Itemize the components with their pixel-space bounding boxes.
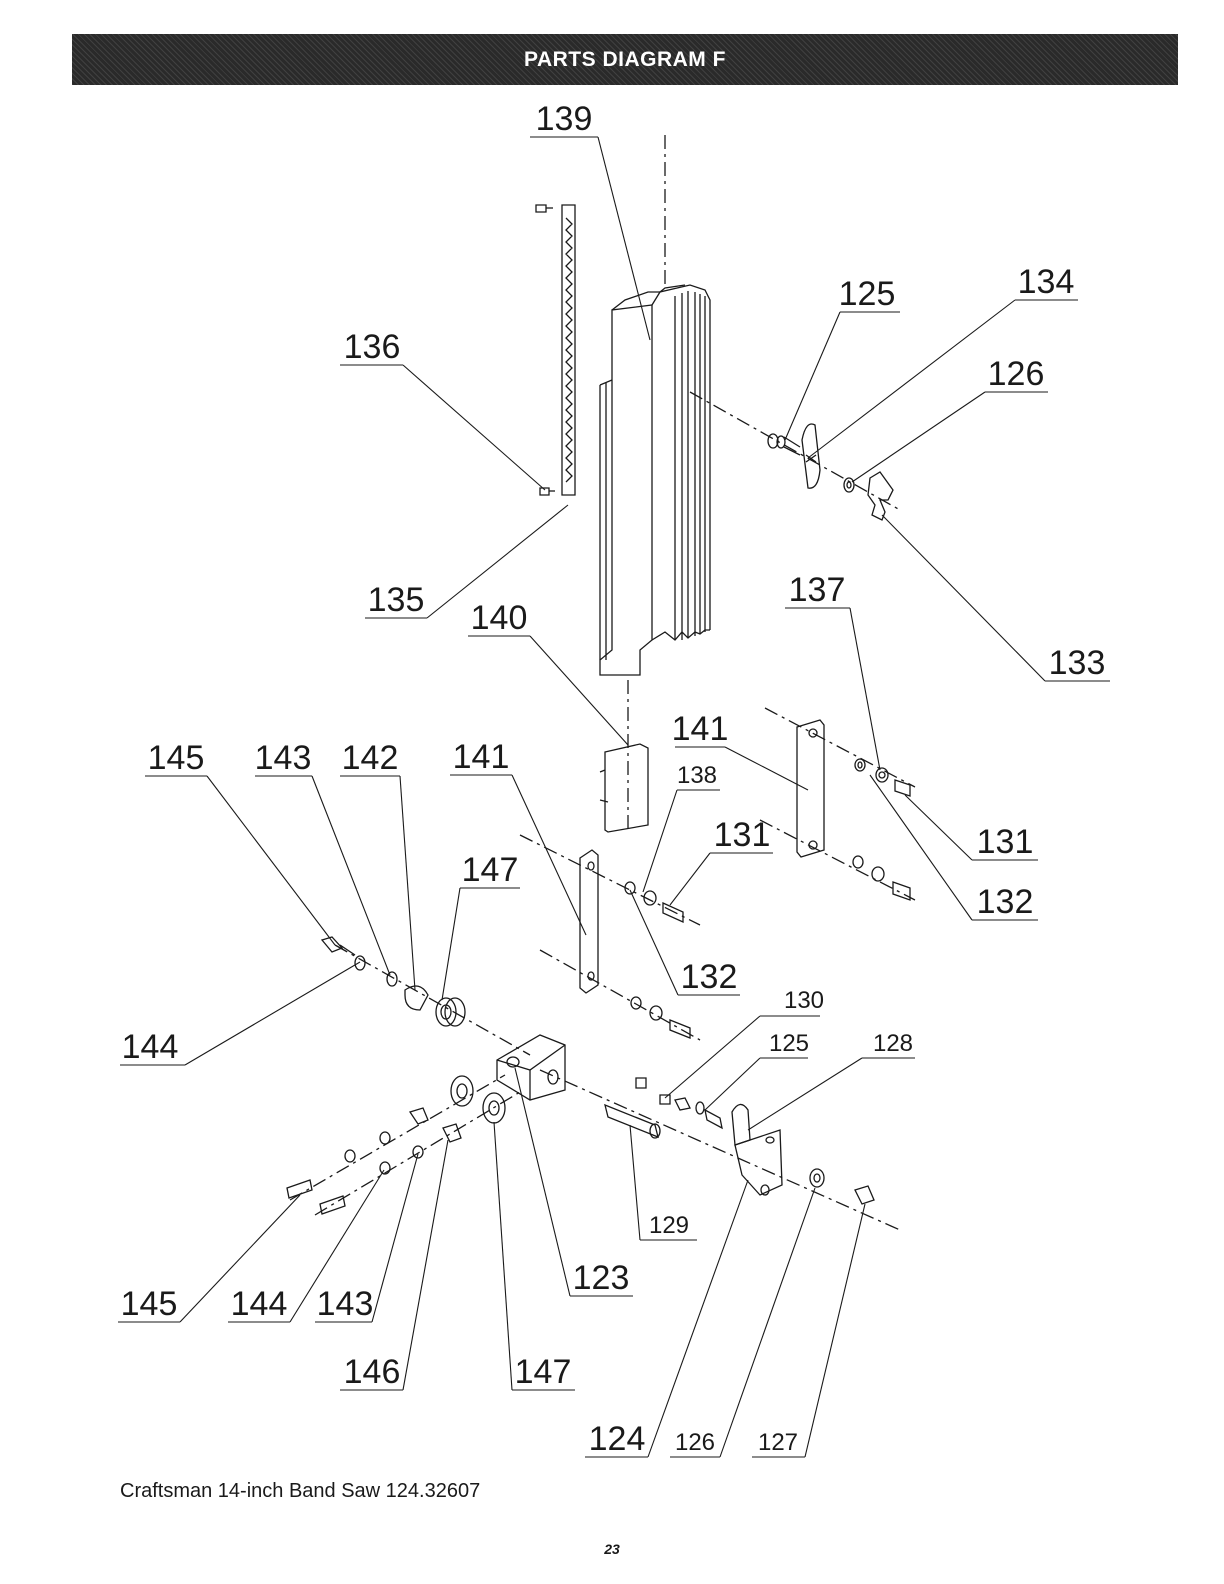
callout-145-bottom: 145 (121, 1285, 178, 1323)
lock-plate-hardware (767, 423, 894, 521)
guide-block (496, 1034, 566, 1101)
guard-plate (599, 743, 649, 833)
callout-138: 138 (677, 762, 717, 789)
callout-132-right: 132 (977, 883, 1034, 921)
callout-131-right: 131 (977, 823, 1034, 861)
callout-126-top: 126 (988, 355, 1045, 393)
callout-139: 139 (536, 100, 593, 138)
diagram-title-banner: PARTS DIAGRAM F (72, 34, 1178, 85)
callout-147-bottom: 147 (515, 1353, 572, 1391)
rack-gear (561, 204, 576, 496)
callout-125-top: 125 (839, 275, 896, 313)
callout-144-top: 144 (122, 1028, 179, 1066)
callout-147-top: 147 (462, 851, 519, 889)
callout-144-bottom: 144 (231, 1285, 288, 1323)
callout-136: 136 (344, 328, 401, 366)
callout-124: 124 (589, 1420, 646, 1458)
diagram-title: PARTS DIAGRAM F (524, 47, 726, 71)
callout-133: 133 (1049, 644, 1106, 682)
callout-143-top: 143 (255, 739, 312, 777)
bracket-right (796, 719, 825, 858)
page-number: 23 (604, 1541, 620, 1557)
bracket-left (579, 849, 599, 994)
callout-146: 146 (344, 1353, 401, 1391)
model-caption: Craftsman 14-inch Band Saw 124.32607 (120, 1480, 481, 1502)
rack-screws (535, 204, 555, 496)
callout-137: 137 (789, 571, 846, 609)
bearing-group-upper (320, 936, 466, 1027)
callout-132-mid: 132 (681, 958, 738, 996)
left-bolts (624, 881, 691, 1039)
callout-145-top: 145 (148, 739, 205, 777)
callout-123: 123 (573, 1259, 630, 1297)
bearing-group-lower (286, 1075, 506, 1215)
callout-140: 140 (471, 599, 528, 637)
callout-141-left: 141 (453, 738, 510, 776)
set-screw-2 (659, 1094, 671, 1105)
callout-134: 134 (1018, 263, 1075, 301)
callout-128: 128 (873, 1030, 913, 1057)
callout-125-bottom: 125 (769, 1030, 809, 1057)
callout-126-bottom: 126 (675, 1429, 715, 1456)
mount-bracket (734, 1129, 783, 1196)
callout-143-bottom: 143 (317, 1285, 374, 1323)
upper-bolts (852, 758, 911, 901)
leader-lines (118, 136, 1110, 1458)
callout-129: 129 (649, 1212, 689, 1239)
shim-plate (731, 1103, 751, 1146)
callout-127: 127 (758, 1429, 798, 1456)
hex-nut (854, 1185, 875, 1205)
callout-142: 142 (342, 739, 399, 777)
callout-labels: 139 136 135 125 134 126 133 137 140 141 … (121, 100, 1106, 1458)
callout-130: 130 (784, 987, 824, 1014)
callout-135: 135 (368, 581, 425, 619)
callout-131-mid: 131 (714, 816, 771, 854)
guide-post-column (599, 284, 711, 676)
set-screw-1 (635, 1077, 647, 1089)
callout-141-right: 141 (672, 710, 729, 748)
